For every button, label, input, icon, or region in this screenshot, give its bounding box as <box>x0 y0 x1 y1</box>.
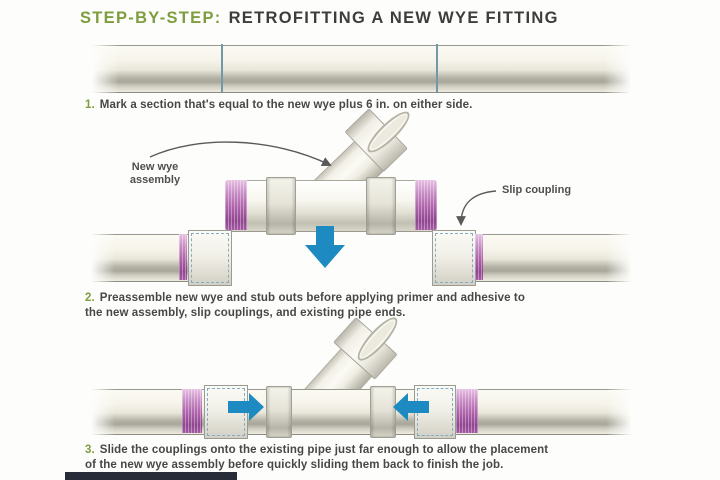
cut-mark-right <box>436 44 438 92</box>
coupling-ring-left <box>266 386 292 438</box>
step3-text-line1: Slide the couplings onto the existing pi… <box>99 444 549 456</box>
new-wye-label: New wye assembly <box>118 161 192 187</box>
step3-text-line2: of the new wye assembly before quickly s… <box>85 459 504 471</box>
coupling-ring-right <box>366 177 396 235</box>
step2-text-line2: the new assembly, slip couplings, and ex… <box>85 307 406 319</box>
slip-coupling-right <box>432 230 476 286</box>
step1-number: 1. <box>85 99 95 111</box>
cropped-bottom-element <box>65 472 237 480</box>
pipe-fade <box>606 232 638 282</box>
step3-number: 3. <box>85 444 95 456</box>
slip-coupling-pointer-arrow <box>456 190 497 226</box>
step2-caption-line1: 2. Preassemble new wye and stub outs befo… <box>85 291 665 306</box>
title-prefix: STEP-BY-STEP: <box>80 9 222 27</box>
step2-text-line1: Preassemble new wye and stub outs before… <box>99 292 525 304</box>
step2-caption: 2. Preassemble new wye and stub outs befo… <box>85 291 665 321</box>
step3-caption: 3. Slide the couplings onto the existing … <box>85 443 665 473</box>
primer-thin-band-left <box>179 234 187 280</box>
new-wye-label-line2: assembly <box>129 174 181 186</box>
slip-coupling-right <box>414 385 456 439</box>
step1-caption: 1. Mark a section that's equal to the new… <box>85 98 665 113</box>
down-arrow <box>305 226 345 268</box>
coupling-ring-left <box>266 177 296 235</box>
slip-coupling-left <box>204 385 248 439</box>
pipe-fade <box>85 232 115 282</box>
primer-thin-band-right <box>475 234 483 280</box>
primer-band-left <box>225 180 247 230</box>
cut-mark-left <box>221 44 223 92</box>
pipe-fade <box>604 43 638 93</box>
step1-text: Mark a section that's equal to the new w… <box>99 99 473 111</box>
primer-band-left <box>182 389 202 433</box>
existing-pipe <box>85 45 638 93</box>
page-title: STEP-BY-STEP: RETROFITTING A NEW WYE FITT… <box>80 9 559 28</box>
slip-coupling-left <box>188 230 232 286</box>
new-wye-label-line1: New wye <box>131 161 179 173</box>
pipe-fade <box>85 387 115 435</box>
wye-assembly-body <box>225 180 437 232</box>
primer-band-right <box>456 389 478 433</box>
title-main: RETROFITTING A NEW WYE FITTING <box>228 9 559 27</box>
pipe-fade <box>606 387 638 435</box>
primer-band-right <box>415 180 437 230</box>
step3-caption-line1: 3. Slide the couplings onto the existing … <box>85 443 665 458</box>
step2-number: 2. <box>85 292 95 304</box>
pipe-fade <box>85 43 119 93</box>
slip-coupling-label: Slip coupling <box>502 184 572 196</box>
assembled-pipe <box>85 389 638 435</box>
coupling-ring-right <box>370 386 396 438</box>
